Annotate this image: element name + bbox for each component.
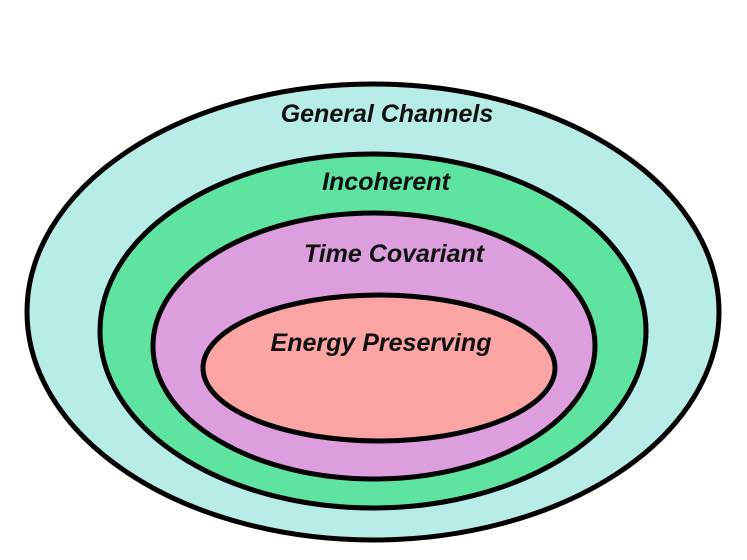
set-energy-preserving: Energy Preserving bbox=[200, 292, 558, 444]
ellipse-energy-preserving bbox=[200, 292, 558, 444]
label-time-covariant: Time Covariant bbox=[304, 240, 486, 268]
label-general-channels: General Channels bbox=[281, 100, 494, 128]
label-incoherent: Incoherent bbox=[322, 168, 451, 196]
label-energy-preserving: Energy Preserving bbox=[271, 329, 492, 357]
